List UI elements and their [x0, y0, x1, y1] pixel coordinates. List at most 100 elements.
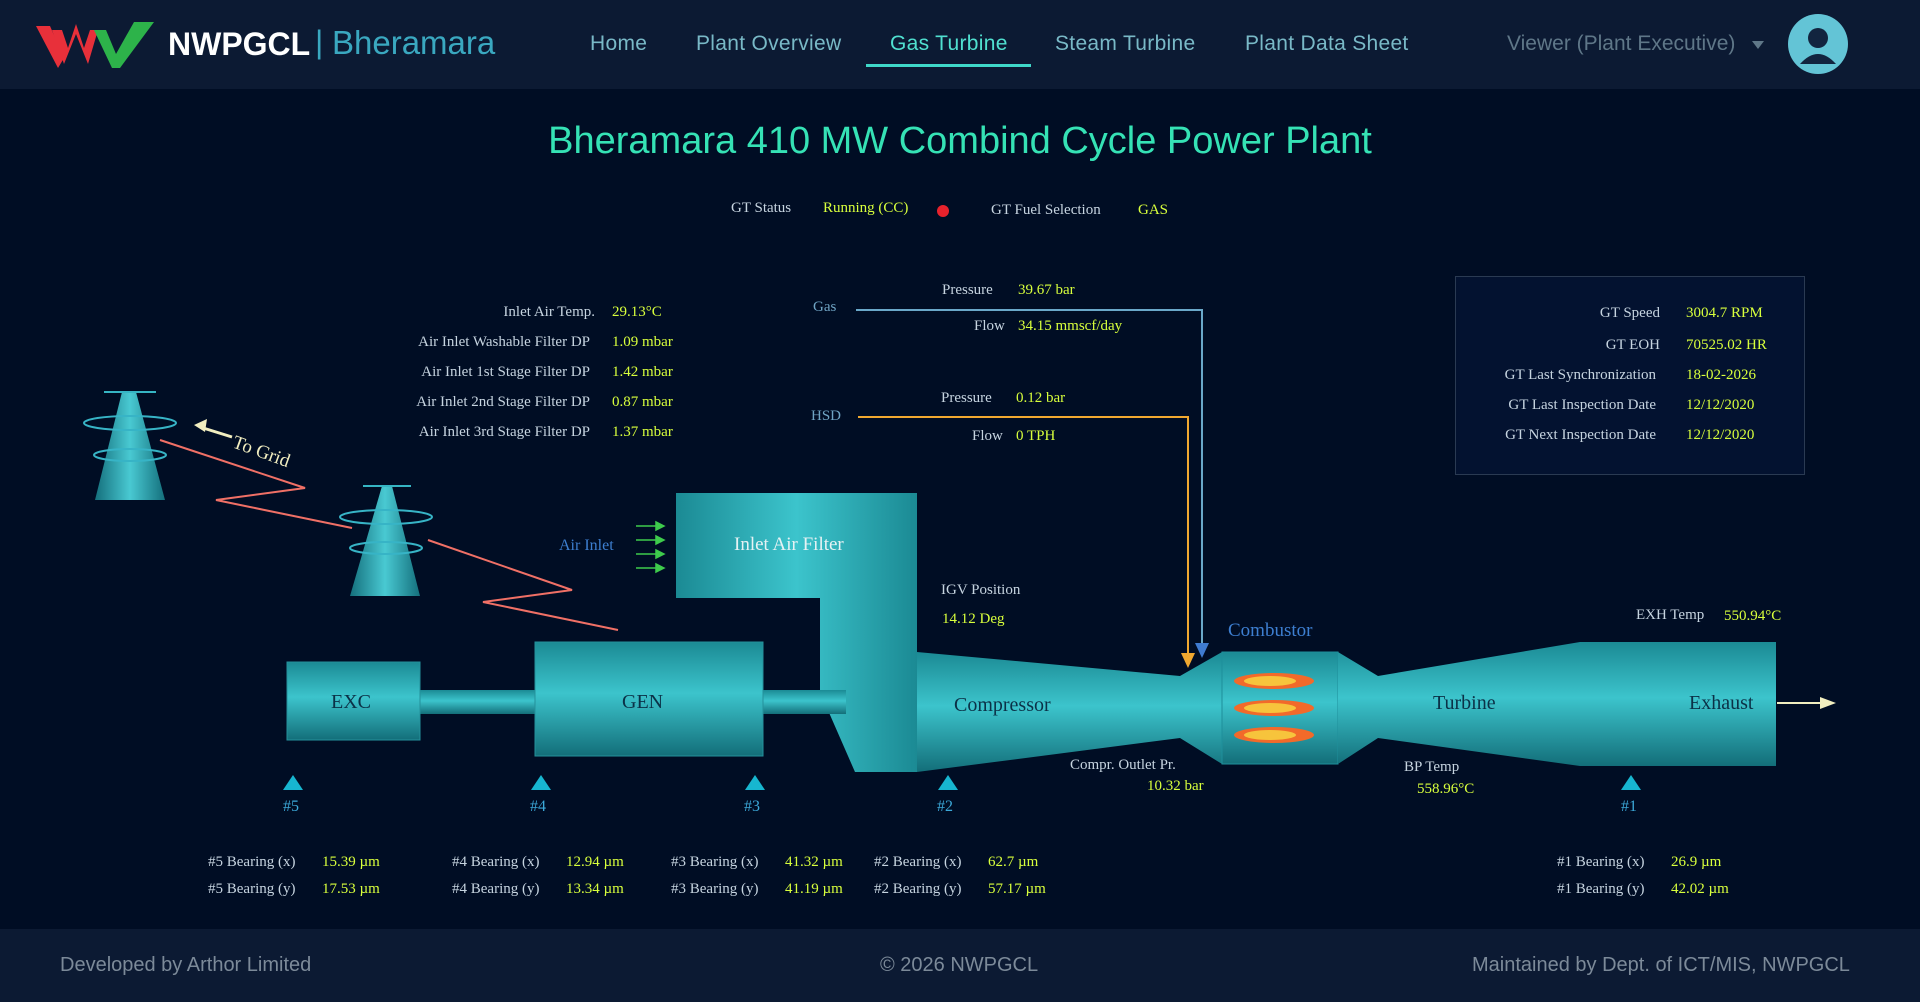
bearing-2-x-label: #2 Bearing (x): [874, 854, 962, 870]
exh-temp-label: EXH Temp: [1636, 607, 1705, 623]
hsd-flow-label: Flow: [972, 428, 1003, 444]
gt-last-sync-value: 18-02-2026: [1686, 367, 1756, 383]
bearing-2-y-label: #2 Bearing (y): [874, 881, 962, 897]
air-inlet-arrows: [636, 520, 666, 574]
compressor-outlet-pressure-label: Compr. Outlet Pr.: [1070, 757, 1176, 773]
brand-separator: |: [315, 24, 324, 60]
inlet-air-filter-shape: [676, 493, 917, 772]
bearing-2-marker-label: #2: [937, 798, 953, 815]
nav-plant-overview[interactable]: Plant Overview: [696, 32, 842, 55]
gt-last-inspection-value: 12/12/2020: [1686, 397, 1755, 413]
gt-last-sync-label: GT Last Synchronization: [1504, 367, 1656, 383]
transmission-tower-icon: [83, 391, 177, 500]
power-line: [427, 539, 619, 631]
washable-filter-dp-value: 1.09 mbar: [612, 334, 673, 350]
gt-speed-label: GT Speed: [1599, 305, 1660, 321]
hsd-pressure-label: Pressure: [941, 390, 992, 406]
second-stage-filter-dp-value: 0.87 mbar: [612, 394, 673, 410]
nav-steam-turbine[interactable]: Steam Turbine: [1055, 32, 1196, 55]
bearing-4-y-value: 13.34 µm: [566, 881, 624, 897]
top-navbar: NWPGCL | Bheramara Home Plant Overview G…: [0, 0, 1920, 89]
bearing-2-y-value: 57.17 µm: [988, 881, 1046, 897]
generator-shape: [534, 641, 764, 757]
turbine-shape: [1338, 642, 1776, 766]
flame-icon: [1234, 673, 1314, 743]
bearing-1-marker-label: #1: [1621, 798, 1637, 815]
footer-developer: Developed by Arthor Limited: [60, 954, 312, 976]
hsd-flow-value: 0 TPH: [1016, 428, 1056, 444]
footer: Developed by Arthor Limited © 2026 NWPGC…: [0, 929, 1920, 1002]
exciter-label: EXC: [331, 691, 371, 713]
gt-status-label: GT Status: [731, 200, 792, 216]
gt-status-value: Running (CC): [823, 200, 909, 216]
hsd-pressure-value: 0.12 bar: [1016, 390, 1066, 406]
bearing-4-x-label: #4 Bearing (x): [452, 854, 540, 870]
bearing-marker-icon: [283, 775, 303, 790]
inlet-air-filter-label: Inlet Air Filter: [734, 534, 844, 555]
bearing-marker-icon: [938, 775, 958, 790]
gas-fuel-line: [856, 309, 1203, 645]
bearing-4-x-value: 12.94 µm: [566, 854, 624, 870]
bearing-5-x-label: #5 Bearing (x): [208, 854, 296, 870]
bearing-1-y-label: #1 Bearing (y): [1557, 881, 1645, 897]
status-indicator-icon: [937, 205, 949, 217]
generator-label: GEN: [622, 691, 664, 713]
gt-eoh-value: 70525.02 HR: [1686, 337, 1767, 353]
bearing-1-y-value: 42.02 µm: [1671, 881, 1729, 897]
bearing-3-x-label: #3 Bearing (x): [671, 854, 759, 870]
gt-speed-value: 3004.7 RPM: [1686, 305, 1763, 321]
bearing-3-y-value: 41.19 µm: [785, 881, 843, 897]
bearing-5-y-value: 17.53 µm: [322, 881, 380, 897]
bearing-marker-icon: [745, 775, 765, 790]
nav-home[interactable]: Home: [590, 32, 648, 55]
bearing-5-y-label: #5 Bearing (y): [208, 881, 296, 897]
exh-temp-value: 550.94°C: [1724, 608, 1782, 624]
gt-info-panel: [1455, 276, 1805, 475]
air-inlet-label: Air Inlet: [559, 537, 614, 554]
nav-gas-turbine[interactable]: Gas Turbine: [890, 32, 1008, 55]
bearing-1-x-value: 26.9 µm: [1671, 854, 1722, 870]
second-stage-filter-dp-label: Air Inlet 2nd Stage Filter DP: [416, 394, 590, 410]
avatar[interactable]: [1788, 14, 1848, 74]
bearing-marker-icon: [531, 775, 551, 790]
active-nav-indicator: [866, 64, 1031, 67]
exhaust-label: Exhaust: [1689, 692, 1754, 714]
bearing-marker-icon: [1621, 775, 1641, 790]
gas-pressure-value: 39.67 bar: [1018, 282, 1075, 298]
bearing-1-x-label: #1 Bearing (x): [1557, 854, 1645, 870]
nwpgcl-logo[interactable]: [36, 18, 156, 70]
fuel-selection-label: GT Fuel Selection: [991, 202, 1101, 218]
compressor-outlet-pressure-value: 10.32 bar: [1147, 778, 1204, 794]
gt-last-inspection-label: GT Last Inspection Date: [1508, 397, 1656, 413]
brand-name: NWPGCL: [168, 26, 311, 62]
gt-eoh-label: GT EOH: [1605, 337, 1660, 353]
third-stage-filter-dp-label: Air Inlet 3rd Stage Filter DP: [418, 424, 590, 440]
power-line: [159, 439, 353, 529]
compressor-label: Compressor: [954, 694, 1051, 716]
combustor-label: Combustor: [1228, 620, 1313, 641]
compressor-shape: [917, 652, 1222, 772]
gt-next-inspection-label: GT Next Inspection Date: [1505, 427, 1656, 443]
hsd-label: HSD: [811, 408, 842, 424]
first-stage-filter-dp-label: Air Inlet 1st Stage Filter DP: [421, 364, 590, 380]
site-name: Bheramara: [332, 24, 496, 61]
gas-label: Gas: [813, 299, 837, 315]
transmission-tower-icon: [339, 485, 433, 596]
bp-temp-value: 558.96°C: [1417, 781, 1475, 797]
chevron-down-icon[interactable]: [1752, 41, 1764, 49]
washable-filter-dp-label: Air Inlet Washable Filter DP: [418, 334, 590, 350]
bearing-2-x-value: 62.7 µm: [988, 854, 1039, 870]
nav-plant-data-sheet[interactable]: Plant Data Sheet: [1245, 32, 1409, 55]
bearing-4-marker-label: #4: [530, 798, 546, 815]
footer-maintainer: Maintained by Dept. of ICT/MIS, NWPGCL: [1472, 954, 1850, 976]
inlet-air-temp-label: Inlet Air Temp.: [503, 304, 595, 320]
hsd-fuel-line: [858, 416, 1189, 655]
exciter-shape: [286, 661, 421, 741]
turbine-label: Turbine: [1433, 692, 1496, 714]
bearing-3-x-value: 41.32 µm: [785, 854, 843, 870]
bearing-5-marker-label: #5: [283, 798, 299, 815]
bearing-5-x-value: 15.39 µm: [322, 854, 380, 870]
user-role-dropdown[interactable]: Viewer (Plant Executive): [1507, 32, 1736, 55]
gas-flow-value: 34.15 mmscf/day: [1018, 318, 1123, 334]
